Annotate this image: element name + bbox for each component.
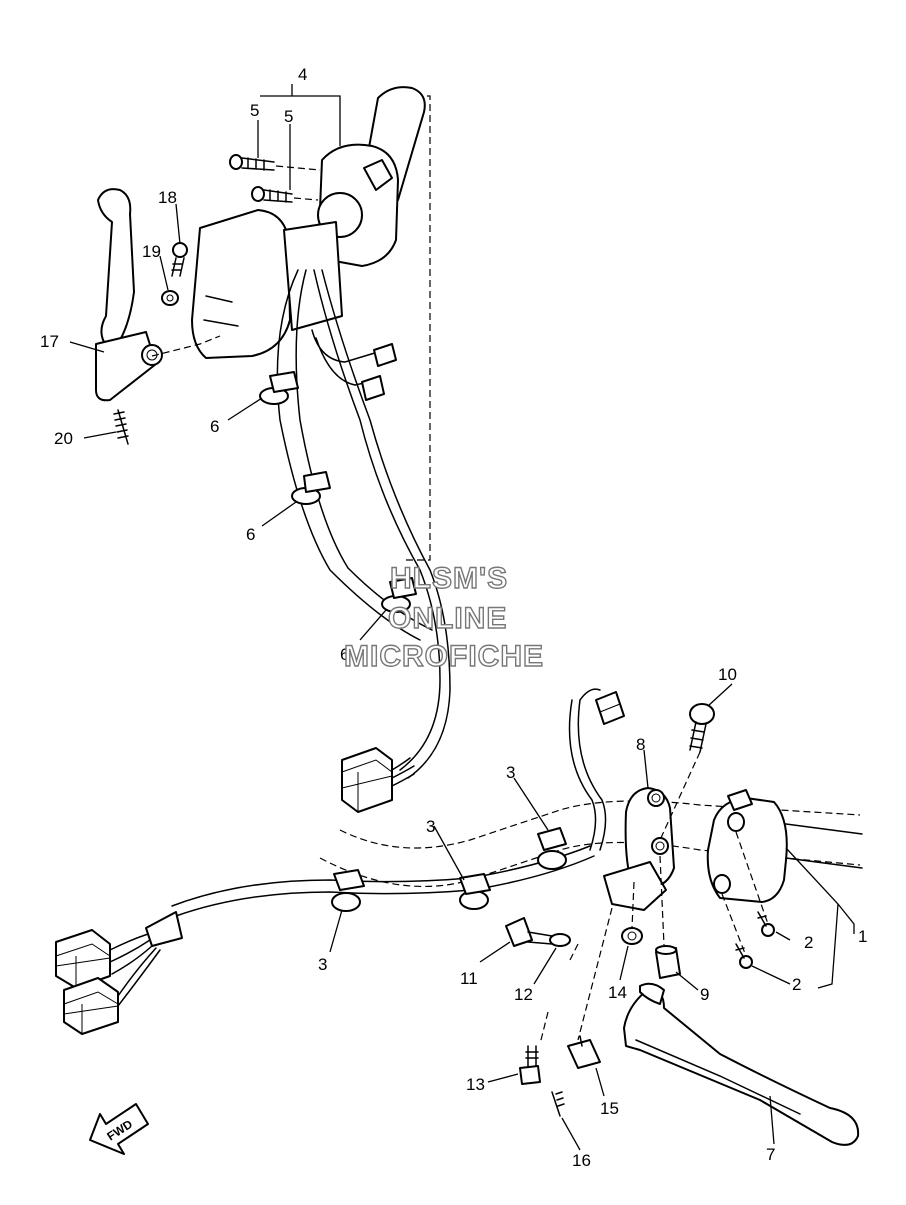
- callout-6: 6: [210, 417, 219, 436]
- washer: [549, 933, 571, 947]
- main-harness: [145, 845, 595, 947]
- callout-13: 13: [466, 1075, 485, 1094]
- callout-3: 3: [318, 955, 327, 974]
- switch-connector-small-a: [373, 343, 397, 367]
- coupler-upper: [341, 747, 415, 813]
- lever-spring: [113, 409, 129, 445]
- dash-lines-right: [539, 751, 769, 1045]
- callout-12: 12: [514, 985, 533, 1004]
- coupler-lower-b: [63, 977, 119, 1035]
- callout-17: 17: [40, 332, 59, 351]
- callout-3: 3: [506, 763, 515, 782]
- callout-15: 15: [600, 1099, 619, 1118]
- screw-5b: [251, 186, 293, 203]
- cable-clip-6c: [381, 577, 417, 613]
- master-cylinder-holder: [603, 787, 675, 911]
- brake-lever: [623, 982, 860, 1146]
- adjuster-bolt: [505, 917, 553, 947]
- callout-14: 14: [608, 983, 627, 1002]
- coupler-lower-a: [55, 929, 111, 989]
- screws-2: [735, 911, 775, 969]
- handlebar-outline: [319, 95, 861, 888]
- callout-16: 16: [572, 1151, 591, 1170]
- callout-19: 19: [142, 242, 161, 261]
- callout-11: 11: [460, 969, 478, 988]
- callout-5: 5: [284, 107, 293, 126]
- callout-20: 20: [54, 429, 73, 448]
- callout-4: 4: [298, 65, 307, 84]
- leader-lines: [69, 84, 855, 1151]
- screw-5a: [229, 154, 275, 171]
- callout-2: 2: [792, 975, 801, 994]
- front-brake-switch: [567, 1035, 601, 1069]
- callout-2: 2: [804, 933, 813, 952]
- watermark: HLSM'S ONLINE MICROFICHE: [343, 561, 544, 673]
- watermark-line-1: HLSM'S: [390, 562, 508, 595]
- cable-clip-6a: [259, 371, 299, 405]
- callout-10: 10: [718, 665, 737, 684]
- coupler-wires: [109, 933, 161, 1007]
- cable-clip-3a: [331, 869, 365, 912]
- right-handlebar-switch: [706, 789, 863, 903]
- brake-switch-bolt: [519, 1045, 541, 1085]
- callout-1: 1: [858, 927, 867, 946]
- switch-screw: [551, 1091, 565, 1117]
- callout-9: 9: [700, 985, 709, 1004]
- callout-7: 7: [766, 1145, 775, 1164]
- callout-6: 6: [340, 645, 349, 664]
- cable-clip-3b: [459, 873, 491, 910]
- fwd-arrow-icon: FWD: [89, 1103, 149, 1155]
- brake-wiring: [568, 688, 607, 851]
- lever-nut: [161, 290, 179, 306]
- callout-18: 18: [158, 188, 177, 207]
- callout-6: 6: [246, 525, 255, 544]
- left-handlebar-switch: [191, 143, 399, 359]
- lever-pivot-bolt: [689, 703, 715, 753]
- cable-clip-3c: [537, 827, 567, 870]
- callout-numbers: 4 5 5 18 19 17 20 6 6 6 10 8 3 3 3 11 12…: [40, 65, 867, 1170]
- callout-5: 5: [250, 101, 259, 120]
- brake-switch-connector: [595, 691, 625, 725]
- lever-bolt: [171, 242, 188, 277]
- clutch-lever: [95, 188, 163, 402]
- collar: [655, 945, 681, 979]
- pivot-nut: [621, 927, 643, 945]
- watermark-line-3: MICROFICHE: [344, 640, 544, 673]
- switch-connector-small-b: [361, 375, 385, 401]
- callout-8: 8: [636, 735, 645, 754]
- callout-3: 3: [426, 817, 435, 836]
- watermark-line-2: ONLINE: [388, 602, 507, 635]
- cable-clip-6b: [291, 471, 331, 505]
- left-switch-wiring: [276, 269, 451, 779]
